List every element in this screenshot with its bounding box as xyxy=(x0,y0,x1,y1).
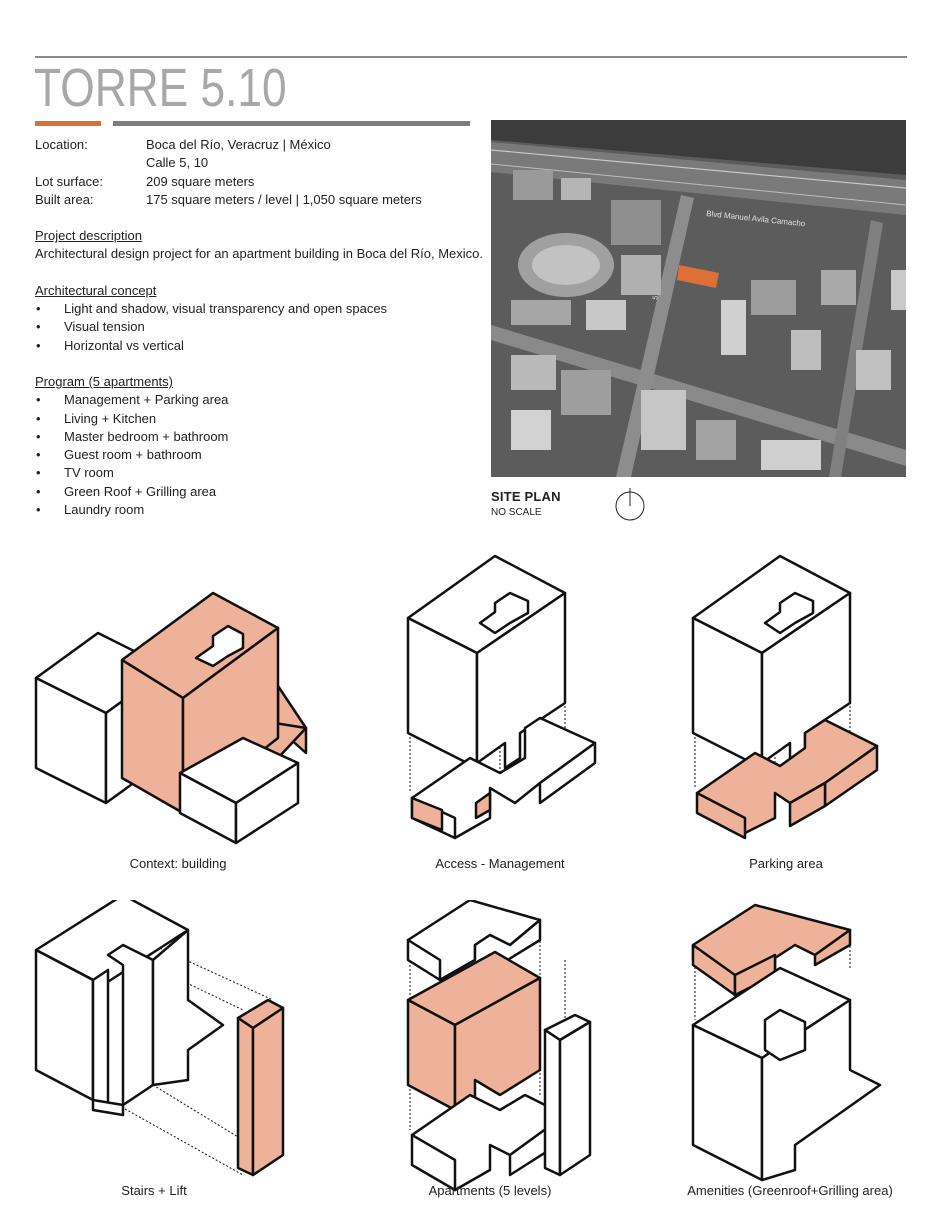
description-heading: Project description xyxy=(35,228,142,244)
description-text: Architectural design project for an apar… xyxy=(35,246,484,262)
diagram-access-management xyxy=(406,554,597,840)
diagram-parking-area xyxy=(691,554,879,840)
accent-bar xyxy=(35,121,101,126)
bullet-icon: • xyxy=(36,465,41,481)
concept-list: •Light and shadow, visual transparency a… xyxy=(35,300,485,355)
bullet-icon: • xyxy=(36,337,41,353)
list-item: •Horizontal vs vertical xyxy=(35,337,485,355)
built-row: Built area: 175 square meters / level | … xyxy=(35,191,485,209)
lot-value: 209 square meters xyxy=(146,173,255,189)
list-item: •Laundry room xyxy=(35,501,485,519)
list-item: •Light and shadow, visual transparency a… xyxy=(35,300,485,318)
page-title: TORRE 5.10 xyxy=(34,58,287,118)
bullet-icon: • xyxy=(36,428,41,444)
bullet-icon: • xyxy=(36,502,41,518)
caption-context: Context: building xyxy=(129,856,227,871)
bullet-icon: • xyxy=(36,392,41,408)
location-row-2: Calle 5, 10 xyxy=(35,154,485,172)
list-item: •Management + Parking area xyxy=(35,391,485,409)
caption-amenities: Amenities (Greenroof+Grilling area) xyxy=(687,1183,893,1198)
list-item: •TV room xyxy=(35,464,485,482)
caption-stairs: Stairs + Lift xyxy=(121,1183,187,1198)
street-number: 5 xyxy=(652,295,660,300)
concept-heading: Architectural concept xyxy=(35,282,157,298)
site-plan-title: SITE PLAN xyxy=(491,489,561,504)
project-info: Location: Boca del Río, Veracruz | Méxic… xyxy=(35,136,485,519)
lot-row: Lot surface: 209 square meters xyxy=(35,173,485,191)
caption-parking: Parking area xyxy=(749,856,823,871)
diagram-stairs-lift xyxy=(34,900,285,1177)
bullet-icon: • xyxy=(36,301,41,317)
location-value-2: Calle 5, 10 xyxy=(146,155,209,171)
bullet-icon: • xyxy=(36,410,41,426)
bullet-icon: • xyxy=(36,319,41,335)
diagram-apartments xyxy=(406,900,592,1192)
site-plan-scale: NO SCALE xyxy=(491,507,542,518)
program-heading: Program (5 apartments) xyxy=(35,373,173,389)
north-arrow-icon xyxy=(615,488,645,521)
list-item: •Green Roof + Grilling area xyxy=(35,483,485,501)
diagram-context-building xyxy=(34,591,308,845)
bullet-icon: • xyxy=(36,447,41,463)
site-plan-image: Blvd Manuel Avila Camacho 5 xyxy=(491,120,906,477)
diagram-amenities xyxy=(691,903,882,1182)
caption-apartments: Apartments (5 levels) xyxy=(428,1183,552,1198)
list-item: •Visual tension xyxy=(35,318,485,336)
program-list: •Management + Parking area •Living + Kit… xyxy=(35,391,485,519)
lot-label: Lot surface: xyxy=(35,173,103,189)
bullet-icon: • xyxy=(36,483,41,499)
location-label: Location: xyxy=(35,137,88,152)
location-row: Location: Boca del Río, Veracruz | Méxic… xyxy=(35,136,485,154)
header-rule xyxy=(35,56,907,58)
caption-access: Access - Management xyxy=(435,856,565,871)
built-value: 175 square meters / level | 1,050 square… xyxy=(146,191,422,207)
gray-bar xyxy=(113,121,470,126)
list-item: •Guest room + bathroom xyxy=(35,446,485,464)
list-item: •Living + Kitchen xyxy=(35,410,485,428)
built-label: Built area: xyxy=(35,191,94,207)
list-item: •Master bedroom + bathroom xyxy=(35,428,485,446)
location-value: Boca del Río, Veracruz | México xyxy=(146,137,331,152)
